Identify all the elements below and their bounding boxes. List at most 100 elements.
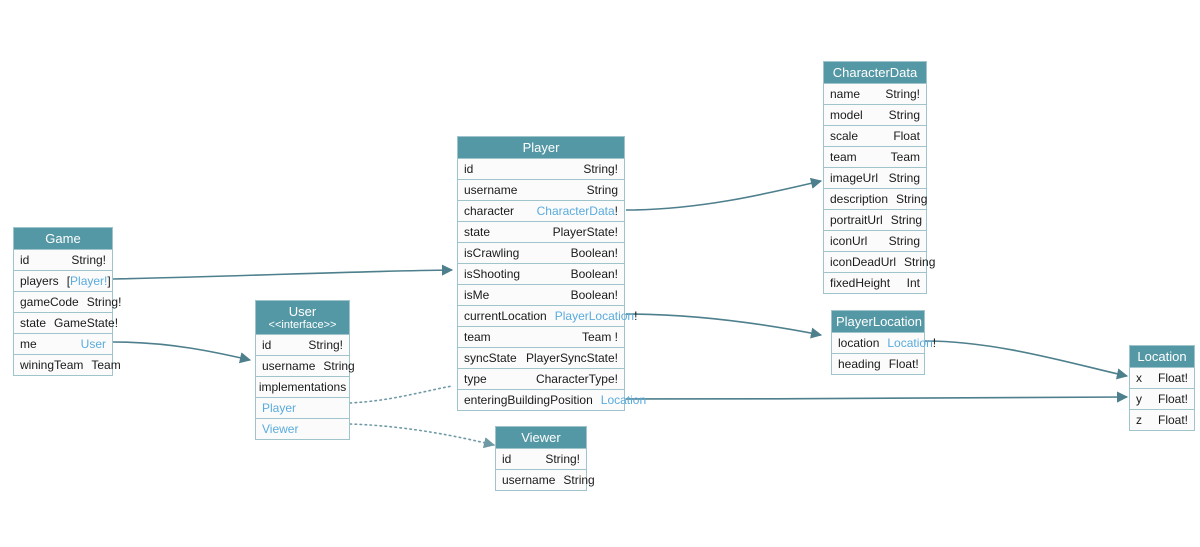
field-row[interactable]: id String! [496, 449, 586, 470]
field-row[interactable]: z Float! [1130, 410, 1194, 430]
field-row[interactable]: isShooting Boolean! [458, 264, 624, 285]
field-row[interactable]: team Team ! [458, 327, 624, 348]
implementation-row-player[interactable]: Player [256, 398, 349, 419]
field-type: String [563, 473, 595, 487]
field-row[interactable]: username String [256, 356, 355, 377]
field-row[interactable]: id String! [14, 250, 112, 271]
implementation-name[interactable]: Viewer [262, 422, 299, 436]
field-row[interactable]: imageUrl String [824, 168, 926, 189]
entity-location[interactable]: Location x Float! y Float! z Float! [1129, 345, 1195, 431]
field-type: String [586, 183, 618, 197]
field-row[interactable]: scale Float [824, 126, 926, 147]
field-name: isCrawling [464, 246, 520, 260]
entity-player[interactable]: Player id String! username String charac… [457, 136, 646, 411]
field-type: String [888, 108, 920, 122]
field-row[interactable]: me User [14, 334, 112, 355]
field-row[interactable]: model String [824, 105, 926, 126]
field-name: username [464, 183, 518, 197]
entity-playerlocation[interactable]: PlayerLocation location Location! headin… [831, 310, 936, 375]
field-name: isShooting [464, 267, 521, 281]
edge-player-enteringbuildingposition-to-location [625, 391, 1129, 403]
entity-playerlocation-title: PlayerLocation [832, 311, 924, 333]
field-row[interactable]: character CharacterData! [458, 201, 624, 222]
field-name: z [1136, 413, 1142, 427]
field-type: PlayerLocation! [547, 309, 638, 323]
field-name: team [464, 330, 491, 344]
entity-viewer-title: Viewer [496, 427, 586, 449]
field-row[interactable]: state PlayerState! [458, 222, 624, 243]
field-row[interactable]: fixedHeight Int [824, 273, 926, 293]
field-row[interactable]: x Float! [1130, 368, 1194, 389]
entity-user-title: User <<interface>> [256, 301, 349, 335]
field-type: Boolean! [570, 246, 618, 260]
entity-user[interactable]: User <<interface>> id String! username S… [255, 300, 355, 440]
field-name: scale [830, 129, 859, 143]
field-row[interactable]: id String! [458, 159, 624, 180]
field-type: PlayerSyncState! [525, 351, 618, 365]
type-suffix: ! [634, 309, 638, 323]
field-name: me [20, 337, 37, 351]
field-name: players [20, 274, 59, 288]
field-type: String! [71, 253, 106, 267]
type-reference[interactable]: Location [887, 336, 933, 350]
field-type: Location [593, 393, 646, 407]
type-reference[interactable]: Location [600, 393, 647, 407]
field-row[interactable]: currentLocation PlayerLocation! [458, 306, 637, 327]
type-reference[interactable]: Player! [70, 274, 108, 288]
field-row[interactable]: gameCode String! [14, 292, 121, 313]
field-type: String [890, 213, 923, 227]
entity-characterdata-title: CharacterData [824, 62, 926, 84]
field-row[interactable]: state GameState! [14, 313, 118, 334]
field-name: winingTeam [20, 358, 84, 372]
implementation-name[interactable]: Player [262, 401, 297, 415]
implementation-row-viewer[interactable]: Viewer [256, 419, 349, 439]
type-reference[interactable]: PlayerLocation [554, 309, 635, 323]
field-name: isMe [464, 288, 490, 302]
field-row[interactable]: username String [496, 470, 595, 490]
field-type: Team ! [581, 330, 618, 344]
field-name: team [830, 150, 857, 164]
field-type: Float! [1157, 371, 1188, 385]
field-type: Team [890, 150, 920, 164]
field-row[interactable]: portraitUrl String [824, 210, 926, 231]
field-row[interactable]: enteringBuildingPosition Location [458, 390, 646, 410]
field-row[interactable]: username String [458, 180, 624, 201]
field-name: username [502, 473, 556, 487]
entity-location-title: Location [1130, 346, 1194, 368]
field-type: String [896, 192, 928, 206]
field-name: username [262, 359, 316, 373]
field-row[interactable]: heading Float! [832, 354, 924, 374]
field-row[interactable]: isCrawling Boolean! [458, 243, 624, 264]
field-name: syncState [464, 351, 517, 365]
field-row[interactable]: winingTeam Team [14, 355, 121, 375]
field-row[interactable]: location Location! [832, 333, 936, 354]
field-row[interactable]: description String [824, 189, 928, 210]
type-reference[interactable]: User [80, 337, 106, 351]
field-row[interactable]: y Float! [1130, 389, 1194, 410]
field-name: currentLocation [464, 309, 547, 323]
field-row[interactable]: players [Player!] [14, 271, 112, 292]
field-row[interactable]: iconDeadUrl String [824, 252, 935, 273]
implementations-label-row: implementations [256, 377, 349, 398]
type-reference[interactable]: CharacterData [536, 204, 615, 218]
field-name: x [1136, 371, 1142, 385]
field-name: model [830, 108, 863, 122]
field-name: state [464, 225, 491, 239]
field-row[interactable]: iconUrl String [824, 231, 926, 252]
entity-viewer[interactable]: Viewer id String! username String [495, 426, 595, 491]
field-row[interactable]: type CharacterType! [458, 369, 624, 390]
field-row[interactable]: name String! [824, 84, 926, 105]
field-type: String [888, 234, 920, 248]
field-row[interactable]: id String! [256, 335, 349, 356]
entity-game[interactable]: Game id String! players [Player!] gameCo… [13, 227, 121, 376]
entity-characterdata[interactable]: CharacterData name String! model String … [823, 61, 935, 294]
field-type: PlayerState! [552, 225, 618, 239]
field-name: character [464, 204, 515, 218]
field-row[interactable]: isMe Boolean! [458, 285, 624, 306]
field-type: String! [545, 452, 580, 466]
entity-user-stereotype: <<interface>> [268, 319, 337, 331]
field-name: location [838, 336, 880, 350]
field-row[interactable]: team Team [824, 147, 926, 168]
field-row[interactable]: syncState PlayerSyncState! [458, 348, 624, 369]
